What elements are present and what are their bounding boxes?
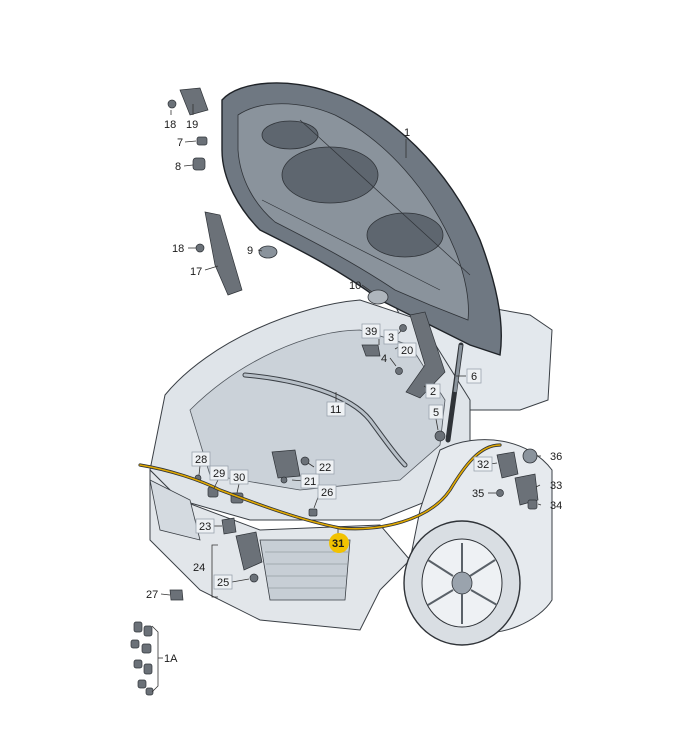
grommet-10 [367, 289, 389, 305]
callout-21: 21 [304, 476, 316, 488]
cap-36 [522, 448, 538, 464]
callout-3: 3 [388, 332, 394, 344]
screw-34 [527, 499, 538, 510]
ball-stud-5 [434, 430, 446, 442]
callout-8: 8 [175, 161, 181, 173]
hinge-upper [179, 87, 209, 116]
grommet-9 [258, 245, 278, 259]
callout-28: 28 [195, 454, 207, 466]
bolt-4 [395, 367, 403, 375]
callout-labels: 1 2 3 4 5 6 7 8 9 10 11 17 18 18 19 [146, 119, 562, 665]
callout-36: 36 [550, 451, 562, 463]
callout-18-top: 18 [164, 119, 176, 131]
callout-23: 23 [199, 521, 211, 533]
lever-33 [514, 473, 539, 506]
callout-5: 5 [433, 407, 439, 419]
callout-39: 39 [365, 326, 377, 338]
callout-24: 24 [193, 562, 205, 574]
callout-11: 11 [330, 404, 341, 416]
left-headlight [149, 479, 201, 541]
nut-21 [280, 476, 288, 484]
bolt-3 [399, 324, 407, 332]
callout-34: 34 [550, 500, 562, 512]
callout-33: 33 [550, 480, 562, 492]
bolt-18-top [167, 99, 177, 109]
callout-25: 25 [217, 577, 229, 589]
lever-32 [496, 451, 519, 479]
car-body [149, 289, 553, 646]
callout-17: 17 [190, 266, 202, 278]
callout-1: 1 [404, 127, 410, 139]
engine-bay-inner [189, 329, 446, 491]
bonnet-panel [221, 82, 502, 356]
part-8 [192, 157, 206, 171]
callout-31: 31 [332, 538, 344, 550]
callout-22: 22 [319, 462, 331, 474]
callout-18-lower: 18 [172, 243, 184, 255]
part-7 [196, 136, 208, 146]
callout-32: 32 [477, 459, 489, 471]
callout-4: 4 [381, 353, 387, 365]
callout-6: 6 [471, 371, 477, 383]
callout-29: 29 [213, 468, 225, 480]
callout-7: 7 [177, 137, 183, 149]
callout-19: 19 [186, 119, 198, 131]
bolt-22 [300, 456, 310, 466]
bolt-25 [249, 573, 259, 583]
lock-23 [221, 517, 237, 535]
fastener-set-1A [130, 621, 154, 696]
callout-2: 2 [430, 386, 436, 398]
callout-31-highlight [329, 533, 349, 553]
leader-lines [151, 104, 542, 693]
clip-39 [361, 344, 381, 357]
bracket-22 [271, 449, 301, 479]
hinge-bracket-2 [405, 311, 446, 399]
bolt-18-lower [195, 243, 205, 253]
clip-26 [308, 508, 318, 517]
small-parts [130, 87, 539, 696]
callout-27: 27 [146, 589, 158, 601]
grille [259, 539, 351, 601]
callout-30: 30 [233, 472, 245, 484]
callout-26: 26 [321, 487, 333, 499]
callout-9: 9 [247, 245, 253, 257]
screw-35 [496, 489, 504, 497]
bolt-27 [169, 589, 184, 601]
callout-35: 35 [472, 488, 484, 500]
callout-10: 10 [349, 280, 361, 292]
callout-1A: 1A [164, 653, 178, 665]
callout-20: 20 [401, 345, 413, 357]
hinge-lower [204, 211, 243, 296]
front-wheel [403, 520, 521, 646]
lock-24 [235, 531, 263, 571]
